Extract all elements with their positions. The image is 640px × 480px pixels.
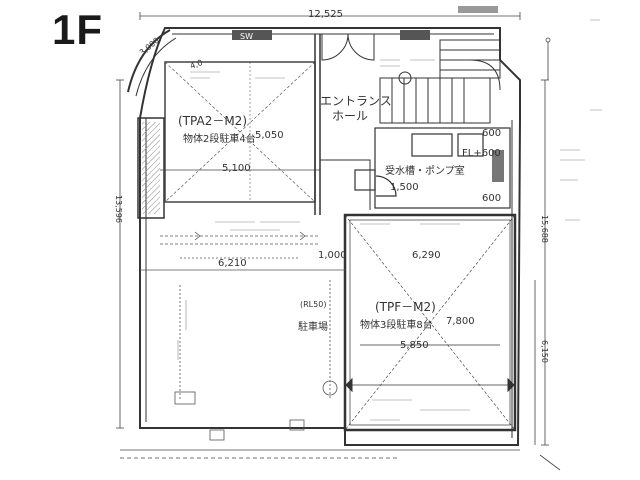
parking-lot-guides	[140, 231, 345, 441]
parking-bay-b	[343, 213, 517, 432]
parking-b-code: (TPF－M2)	[375, 300, 436, 314]
dim-upper-left-width: 5,100	[222, 163, 251, 174]
pump-room-label: 受水槽・ポンプ室	[385, 166, 465, 177]
entrance-doors	[232, 6, 498, 61]
dim-top-total: 12,525	[308, 9, 343, 20]
annotation-marks	[177, 19, 602, 421]
dim-upper-left-depth: 5,050	[255, 130, 284, 141]
dimension-lines	[116, 12, 561, 471]
dim-right-lower: 6,150	[540, 340, 549, 363]
dim-mid-gap: 1,000	[318, 250, 347, 261]
floor-label: 1F	[52, 6, 104, 53]
dim-pump-a: 600	[482, 128, 502, 139]
entrance-label-1: エントランス	[320, 94, 392, 108]
dim-mid-width-left: 6,210	[218, 258, 247, 269]
dim-parking-width: 6,290	[412, 250, 441, 261]
sw-label: SW	[240, 32, 253, 41]
curved-corner-wall	[127, 29, 177, 219]
parking-lot-label: 駐車場	[298, 322, 328, 333]
dim-pump-b: 1,500	[390, 182, 419, 193]
floor-level: FL+600	[462, 148, 501, 159]
staircase	[379, 39, 501, 124]
dim-left-total: 13,596	[114, 195, 123, 223]
dim-parking-inner: 5,850	[400, 340, 429, 351]
parking-a-code: (TPA2－M2)	[178, 114, 247, 128]
parking-a-desc: 物体2段駐車4台	[183, 134, 256, 145]
outer-walls	[139, 27, 521, 446]
pump-room	[354, 127, 511, 209]
parking-b-desc: 物体3段駐車8台	[360, 320, 433, 331]
entrance-label-2: ホール	[332, 109, 369, 123]
dim-right-total: 15,688	[540, 215, 549, 243]
center-walls	[314, 34, 371, 215]
dim-pump-c: 600	[482, 193, 502, 204]
dim-parking-depth: 7,800	[446, 316, 475, 327]
parking-lot-code: (RL50)	[300, 300, 327, 309]
